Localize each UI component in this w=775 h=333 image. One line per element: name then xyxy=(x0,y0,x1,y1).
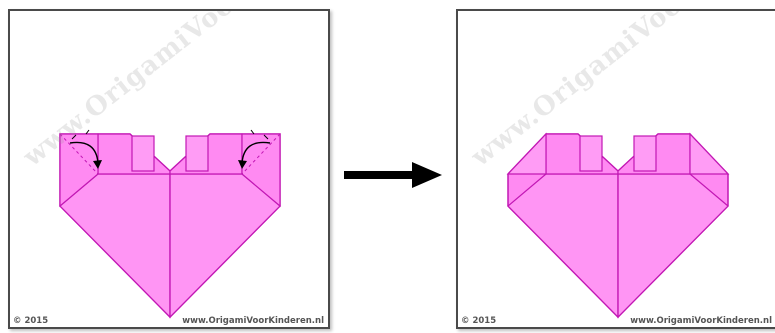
site-url-text: www.OrigamiVoorKinderen.nl xyxy=(630,316,772,326)
right-folded-corner xyxy=(690,134,728,174)
heart-right-face xyxy=(170,174,280,317)
left-inner-pocket xyxy=(132,136,154,171)
right-inner-pocket xyxy=(634,136,656,171)
site-url-text: www.OrigamiVoorKinderen.nl xyxy=(182,316,324,326)
step-panel-after: www.OrigamiVoorKinderen.nl © 2015 www.Or… xyxy=(456,9,775,329)
heart-left-face xyxy=(60,174,170,317)
step-panel-before: www.OrigamiVoorKinderen.nl © 2015 www.Or… xyxy=(8,9,330,329)
left-folded-corner xyxy=(508,134,546,174)
origami-heart-with-fold-arrows xyxy=(10,11,328,327)
copyright-text: © 2015 xyxy=(461,316,496,326)
origami-heart-folded-corners xyxy=(458,11,775,327)
heart-left-face xyxy=(508,174,618,317)
heart-right-face xyxy=(618,174,728,317)
left-inner-pocket xyxy=(580,136,602,171)
next-step-arrow-icon xyxy=(344,160,444,190)
right-inner-pocket xyxy=(186,136,208,171)
copyright-text: © 2015 xyxy=(13,316,48,326)
